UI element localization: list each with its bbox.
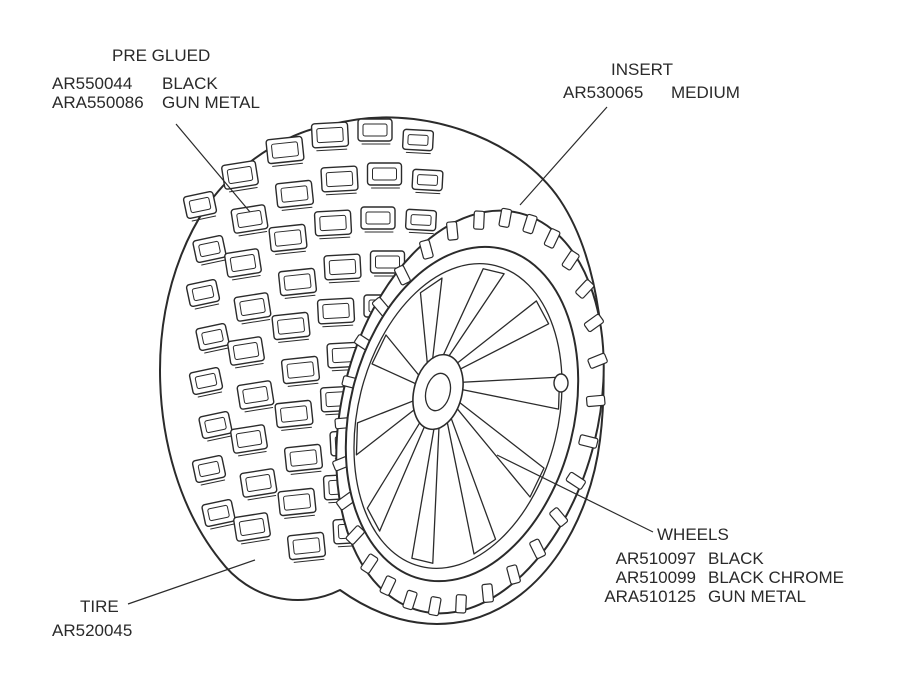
tread-block <box>195 322 230 354</box>
tread-block <box>277 267 318 299</box>
sidewall-lug <box>402 589 418 611</box>
part-row: ARA550086 GUN METAL <box>52 93 260 112</box>
part-number: AR550044 <box>52 74 133 93</box>
pre-glued-title: PRE GLUED <box>112 46 211 65</box>
part-number: ARA550086 <box>52 93 144 112</box>
tread-block <box>320 165 359 196</box>
part-name: GUN METAL <box>708 587 806 606</box>
sidewall-lug <box>565 471 586 490</box>
tread-block <box>182 190 218 222</box>
tread-block <box>366 162 403 189</box>
tread-block <box>323 253 362 284</box>
sidewall-lug <box>446 221 459 241</box>
wheels-title: WHEELS <box>657 525 729 544</box>
tread-blocks <box>182 118 447 563</box>
tire-title: TIRE <box>80 597 119 616</box>
sidewall-lug <box>393 264 411 286</box>
tread-block <box>357 118 393 145</box>
tread-block <box>201 498 236 530</box>
tread-block <box>411 168 444 195</box>
sidewall-lug <box>578 434 599 449</box>
valve-hole <box>553 373 569 393</box>
sidewall-lug <box>473 210 485 230</box>
part-name: MEDIUM <box>671 83 740 102</box>
tread-block <box>283 443 324 475</box>
sidewall-lug <box>587 352 608 369</box>
tread-block <box>233 512 271 545</box>
tread-block <box>198 410 233 442</box>
part-row: ARA510125 GUN METAL <box>596 587 844 606</box>
part-number: ARA510125 <box>604 587 696 606</box>
part-name: BLACK <box>162 74 218 93</box>
sidewall-lug <box>585 394 606 408</box>
sidewall-lug <box>543 228 561 249</box>
sidewall-lug <box>583 313 604 333</box>
tread-block <box>401 128 435 155</box>
tread-block <box>271 311 311 343</box>
tread-block <box>265 135 305 167</box>
sidewall-lug <box>360 553 379 574</box>
tread-block <box>280 355 321 387</box>
tread-block <box>227 336 265 369</box>
leader-lines <box>127 106 654 605</box>
wheels-parts: AR510097 BLACK AR510099 BLACK CHROME ARA… <box>596 549 844 606</box>
tread-block <box>192 234 227 266</box>
insert-title: INSERT <box>611 60 674 79</box>
part-number: AR510097 <box>615 549 696 568</box>
pre-glued-leader <box>175 123 251 213</box>
sidewall-lug <box>345 525 365 545</box>
tread-block <box>188 366 224 398</box>
part-row: AR510097 BLACK <box>596 549 844 568</box>
sidewall-lug <box>506 564 521 585</box>
tread-block <box>277 487 317 519</box>
tread-block <box>286 531 327 563</box>
sidewall-lug <box>549 507 569 527</box>
tread-block <box>274 399 314 431</box>
tread-block <box>404 208 438 235</box>
part-row: AR510099 BLACK CHROME <box>596 568 844 587</box>
sidewall-lug <box>529 538 547 560</box>
sidewall-lug <box>575 279 595 299</box>
insert-leader <box>519 106 608 206</box>
tire-part-number: AR520045 <box>52 621 133 640</box>
tread-block <box>236 380 275 413</box>
part-name: GUN METAL <box>162 93 260 112</box>
tread-block <box>274 179 315 211</box>
tread-block <box>224 248 262 281</box>
tread-block <box>268 223 308 255</box>
tread-block <box>230 204 269 237</box>
tread-block <box>230 424 268 457</box>
sidewall-lug <box>427 596 442 617</box>
tire-assembly <box>159 116 608 625</box>
sidewall-lug <box>419 239 434 260</box>
sidewall-lug <box>481 583 494 603</box>
sidewall-lug <box>379 575 397 596</box>
tread-block <box>310 121 350 152</box>
sidewall-lug <box>522 213 538 235</box>
tread-block <box>316 297 356 328</box>
sidewall-lug <box>455 594 467 614</box>
tread-block <box>191 454 227 486</box>
pre-glued-parts: AR550044 BLACK ARA550086 GUN METAL <box>52 74 260 112</box>
tread-block <box>360 206 396 233</box>
tread-block <box>239 468 278 501</box>
part-name: BLACK CHROME <box>708 568 845 587</box>
wheel-hub-nut <box>424 372 452 412</box>
part-row: AR550044 BLACK <box>52 74 260 93</box>
part-name: BLACK <box>708 549 764 568</box>
tread-block <box>221 160 259 193</box>
part-number: AR510099 <box>615 568 696 587</box>
wheels-leader <box>496 454 654 533</box>
part-row: AR530065 MEDIUM <box>563 83 740 102</box>
tread-block <box>185 278 221 310</box>
sidewall-lug <box>498 207 513 228</box>
insert-parts: AR530065 MEDIUM <box>563 83 740 102</box>
tire-leader <box>127 559 256 605</box>
tread-block <box>233 292 272 325</box>
sidewall-lug <box>561 250 580 271</box>
tread-block <box>313 209 353 240</box>
wheel-spokes <box>355 268 561 564</box>
part-number: AR530065 <box>563 83 644 102</box>
